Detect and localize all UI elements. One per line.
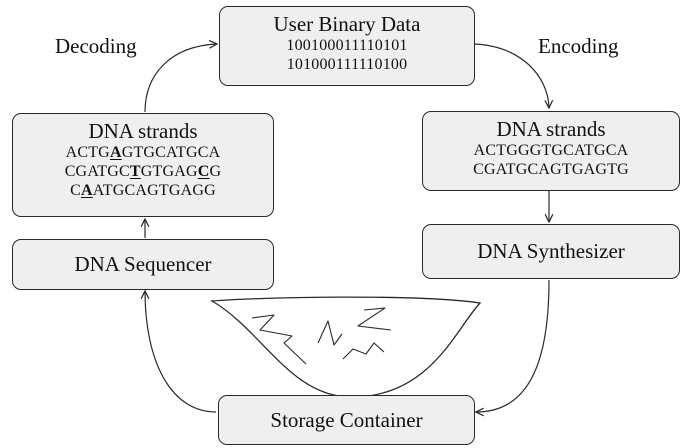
strand-segment: GTGCATGCA <box>121 144 221 161</box>
user-binary-data-box: User Binary Data 100100011110101 1010001… <box>219 6 475 86</box>
storage-vessel-icon <box>209 296 482 398</box>
encoding-arrow <box>473 43 549 108</box>
error-base: C <box>197 163 210 180</box>
storage-container-label: Storage Container <box>270 407 423 432</box>
error-base: A <box>109 144 122 161</box>
storage-to-sequencer-arrow <box>145 291 217 413</box>
encoded-dna-strands-title: DNA strands <box>496 117 606 141</box>
strand-segment: CGATGC <box>64 163 130 180</box>
dna-strand-squiggle-4 <box>342 342 385 360</box>
strand-segment: C <box>70 182 81 199</box>
dna-synthesizer-box: DNA Synthesizer <box>422 224 680 279</box>
encoded-strand-2: CGATGCAGTGAGTG <box>473 161 629 178</box>
user-binary-data-title: User Binary Data <box>273 12 421 36</box>
binary-line-2: 101000111110100 <box>286 56 408 73</box>
dna-synthesizer-label: DNA Synthesizer <box>477 239 625 263</box>
error-base: A <box>81 182 93 199</box>
dna-strand-squiggle-1 <box>251 314 307 365</box>
encoding-label: Encoding <box>538 34 619 58</box>
read-dna-strands-title: DNA strands <box>88 119 198 143</box>
storage-container-box: Storage Container <box>218 395 475 445</box>
binary-line-1: 100100011110101 <box>286 37 408 54</box>
error-base: T <box>129 163 141 180</box>
strand-segment: ACTG <box>65 144 110 161</box>
dna-strand-squiggle-2 <box>317 320 343 346</box>
synthesizer-to-storage-arrow <box>476 279 550 412</box>
strand-segment: GTGAG <box>140 163 198 180</box>
decoding-label: Decoding <box>55 34 137 58</box>
read-strand-2: CGATGCTGTGAGCG <box>13 162 273 181</box>
read-strand-3: CAATGCAGTGAGG <box>13 181 273 200</box>
encoded-dna-strands-box: DNA strands ACTGGGTGCATGCA CGATGCAGTGAGT… <box>422 111 680 191</box>
dna-sequencer-box: DNA Sequencer <box>12 239 274 290</box>
encoded-strand-1: ACTGGGTGCATGCA <box>473 142 629 159</box>
read-strand-1: ACTGAGTGCATGCA <box>13 143 273 162</box>
dna-strand-squiggle-3 <box>357 307 392 331</box>
strand-segment: ATGCAGTGAGG <box>92 182 216 199</box>
strand-segment: G <box>209 163 222 180</box>
decoding-arrow <box>144 44 217 113</box>
dna-sequencer-label: DNA Sequencer <box>74 252 212 276</box>
